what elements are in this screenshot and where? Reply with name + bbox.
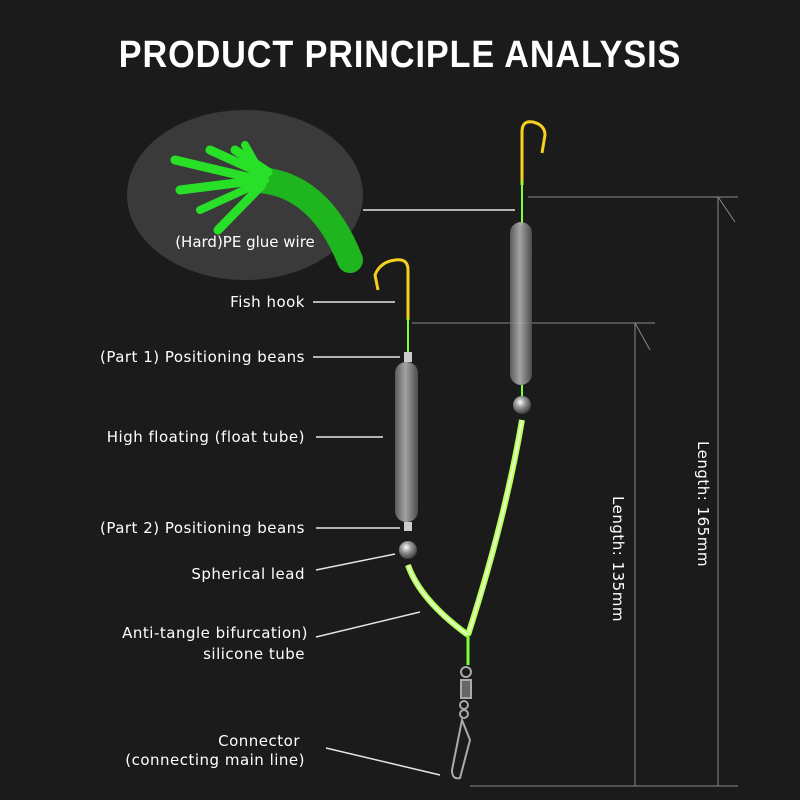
- right-rig: [465, 120, 547, 636]
- connector-label-1: Connector: [218, 732, 300, 750]
- hook-icon: [520, 120, 547, 185]
- swivel-snap-connector-icon: [450, 635, 472, 780]
- wire-magnifier: [127, 110, 363, 280]
- dimension-lines: [412, 196, 738, 787]
- hook-icon: [373, 258, 410, 320]
- length-165-label: Length: 165mm: [693, 441, 712, 567]
- float-tube-label: High floating (float tube): [106, 428, 305, 446]
- page-title: PRODUCT PRINCIPLE ANALYSIS: [118, 34, 682, 76]
- part2-beans-label: (Part 2) Positioning beans: [99, 519, 305, 537]
- braided-wire-icon: [170, 141, 363, 273]
- left-rig: [373, 258, 470, 638]
- fish-hook-label: Fish hook: [230, 293, 305, 311]
- wire-label: (Hard)PE glue wire: [175, 233, 315, 251]
- length-135-label: Length: 135mm: [608, 496, 627, 622]
- part1-beans-label: (Part 1) Positioning beans: [99, 348, 305, 366]
- callout-lines: [313, 209, 515, 776]
- connector-label-2: (connecting main line): [125, 751, 305, 769]
- silicone-tube-label-2: silicone tube: [203, 645, 305, 663]
- silicone-tube-label-1: Anti-tangle bifurcation): [122, 624, 308, 642]
- spherical-lead-label: Spherical lead: [191, 565, 305, 583]
